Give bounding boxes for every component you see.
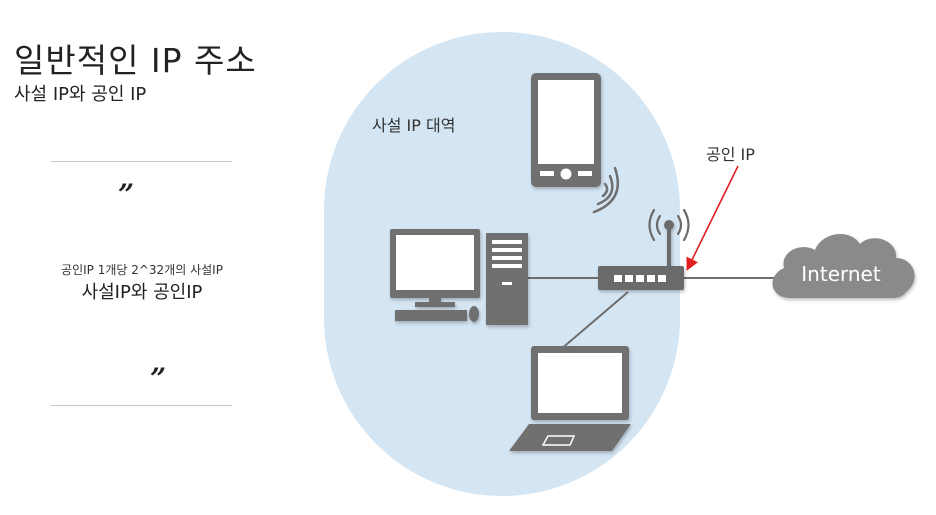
quote-text-small: 공인IP 1개당 2^32개의 사설IP [61, 263, 223, 277]
public-ip-label: 공인 IP [706, 145, 755, 164]
laptop-icon [509, 346, 631, 451]
desktop-computer-icon [390, 229, 528, 325]
laptop-router-link [559, 291, 629, 351]
antenna-signal-icon [648, 208, 690, 242]
quote-bottom-divider [51, 405, 232, 406]
router-icon [598, 220, 684, 290]
private-ip-range-label: 사설 IP 대역 [372, 116, 455, 135]
wifi-signal-icon [592, 166, 620, 214]
page-subtitle: 사설 IP와 공인 IP [14, 84, 147, 105]
page-title: 일반적인 IP 주소 [14, 41, 257, 80]
quote-open-mark: ” [118, 178, 135, 211]
cloud-icon [772, 233, 915, 298]
quote-top-divider [51, 161, 232, 162]
public-ip-pointer-arrow [686, 165, 739, 271]
smartphone-icon [531, 73, 601, 187]
quote-close-mark: ” [150, 362, 167, 395]
internet-label: Internet [801, 262, 881, 286]
quote-text-main: 사설IP와 공인IP [81, 282, 203, 303]
network-links [528, 277, 776, 351]
